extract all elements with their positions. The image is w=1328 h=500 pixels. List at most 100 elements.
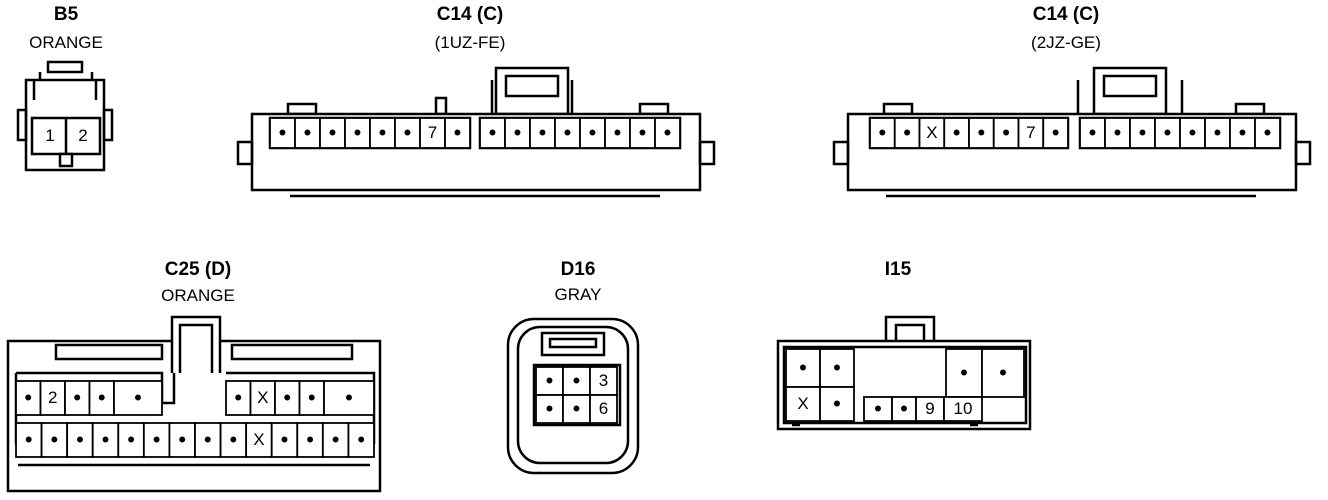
pin-cell: •: [903, 120, 911, 145]
pin-cell: •: [152, 427, 161, 452]
connector-c25-title: C25 (D): [164, 259, 232, 280]
pin-cell-frame: [249, 380, 276, 416]
pin-cell: •: [1163, 120, 1172, 145]
pin-cell: •: [878, 120, 887, 145]
pin-cell: •: [588, 120, 597, 145]
pin-cell-frame: [891, 396, 917, 422]
pin-cell: •: [833, 391, 841, 416]
pin-cell: •: [331, 427, 340, 452]
pin-cell: •: [303, 120, 312, 145]
pin-cell: •: [97, 385, 106, 410]
pin-cell-frame: [270, 422, 299, 458]
pin-cell: •: [345, 385, 353, 410]
pin-cell-frame: [66, 422, 94, 458]
pin-cell: 7: [1026, 123, 1036, 142]
pin-cell-frame: [194, 422, 222, 458]
connector-d16-title: D16: [560, 259, 596, 280]
connector-c14-2jz-variant: (2JZ-GE): [1031, 33, 1101, 52]
pin-cell: •: [1088, 120, 1097, 145]
pin-cell: •: [663, 120, 672, 145]
pin-cell: •: [353, 120, 362, 145]
pin-cell: •: [229, 427, 238, 452]
pin-cell: •: [538, 120, 547, 145]
connector-c14-1uz-drawing: [236, 66, 716, 198]
pin-cell-frame: [654, 117, 681, 149]
connector-c14-2jz-drawing: [832, 66, 1312, 198]
connector-c25: C25 (D) ORANGE •2••••X••••••••••••X••••: [0, 255, 400, 500]
pin-cell: •: [134, 385, 142, 410]
pin-cell: •: [127, 427, 135, 452]
pin-cell-frame: [419, 117, 446, 149]
pin-cell: X: [797, 394, 809, 413]
pin-cell: X: [257, 388, 269, 407]
pin-cell-frame: [113, 380, 163, 416]
pin-cell-frame: [981, 348, 1025, 398]
connector-b5-color: ORANGE: [29, 33, 103, 52]
pin-cell-frame: [604, 117, 631, 149]
pin-cell: •: [488, 120, 497, 145]
pin-cell: •: [403, 120, 412, 145]
pin-cell-frame: [347, 422, 375, 458]
pin-cell-frame: [274, 380, 301, 416]
pin-cell: 7: [427, 123, 438, 142]
connector-b5: B5 ORANGE 1 2: [0, 0, 140, 190]
pin-cell: •: [453, 120, 462, 145]
pin-cell: 9: [925, 399, 935, 418]
pin-cell-frame: [323, 380, 375, 416]
pin-cell-frame: [15, 380, 42, 416]
pin-cell-frame: [1254, 117, 1281, 149]
pin-cell: •: [1002, 120, 1010, 145]
pin-cell: •: [572, 396, 581, 421]
pin-cell: •: [76, 427, 84, 452]
pin-cell: •: [1238, 120, 1247, 145]
pin-cell-frame: [535, 394, 564, 424]
pin-cell: •: [874, 396, 882, 421]
connector-i15-title: I15: [884, 259, 912, 280]
pin-cell-frame: [245, 422, 273, 458]
pin-cell: •: [357, 427, 366, 452]
connector-b5-title: B5: [53, 4, 79, 25]
pin-cell-frame: [785, 386, 821, 422]
pin-cell-frame: [1129, 117, 1156, 149]
pin-cell-frame: [225, 380, 252, 416]
pin-cell: X: [253, 430, 265, 449]
pin-cell: •: [799, 355, 807, 380]
pin-cell: •: [278, 120, 287, 145]
pin-cell-frame: [344, 117, 371, 149]
pin-cell-frame: [1104, 117, 1131, 149]
pin-cell: •: [833, 355, 841, 380]
pin-cell: •: [1138, 120, 1147, 145]
pin-cell-frame: [444, 117, 471, 149]
pin-cell: •: [1188, 120, 1197, 145]
connector-c14-1uz: C14 (C) (1UZ-FE) ••••••7•••••••••: [230, 0, 730, 215]
connector-i15-drawing: [776, 315, 1032, 431]
pin-cell: 2: [78, 126, 88, 145]
pin-cell: 1: [45, 126, 55, 145]
pin-cell-frame: [943, 396, 983, 422]
pin-cell-frame: [785, 348, 821, 388]
pin-cell: •: [328, 120, 337, 145]
pin-cell: •: [513, 120, 522, 145]
pin-cell: •: [563, 120, 572, 145]
pin-cell: •: [101, 427, 110, 452]
pin-cell: •: [283, 385, 292, 410]
pin-cell-frame: [863, 396, 893, 422]
pin-cell: •: [24, 385, 33, 410]
pin-cell-frame: [1017, 117, 1045, 149]
pin-cell-frame: [369, 117, 396, 149]
pin-cell-frame: [819, 386, 855, 422]
connector-b5-drawing: [16, 60, 114, 172]
pin-cell: •: [234, 385, 243, 410]
pin-cell: •: [280, 427, 289, 452]
pin-cell: 6: [598, 399, 609, 418]
pin-cell: •: [952, 120, 961, 145]
pin-cell: •: [73, 385, 82, 410]
pin-cell-frame: [918, 117, 946, 149]
connector-c14-1uz-title: C14 (C): [436, 4, 504, 25]
pin-cell: •: [1213, 120, 1222, 145]
pin-cell: •: [638, 120, 647, 145]
pin-cell: •: [1051, 120, 1060, 145]
connector-c14-1uz-variant: (1UZ-FE): [434, 33, 506, 52]
pin-cell: X: [926, 123, 938, 142]
